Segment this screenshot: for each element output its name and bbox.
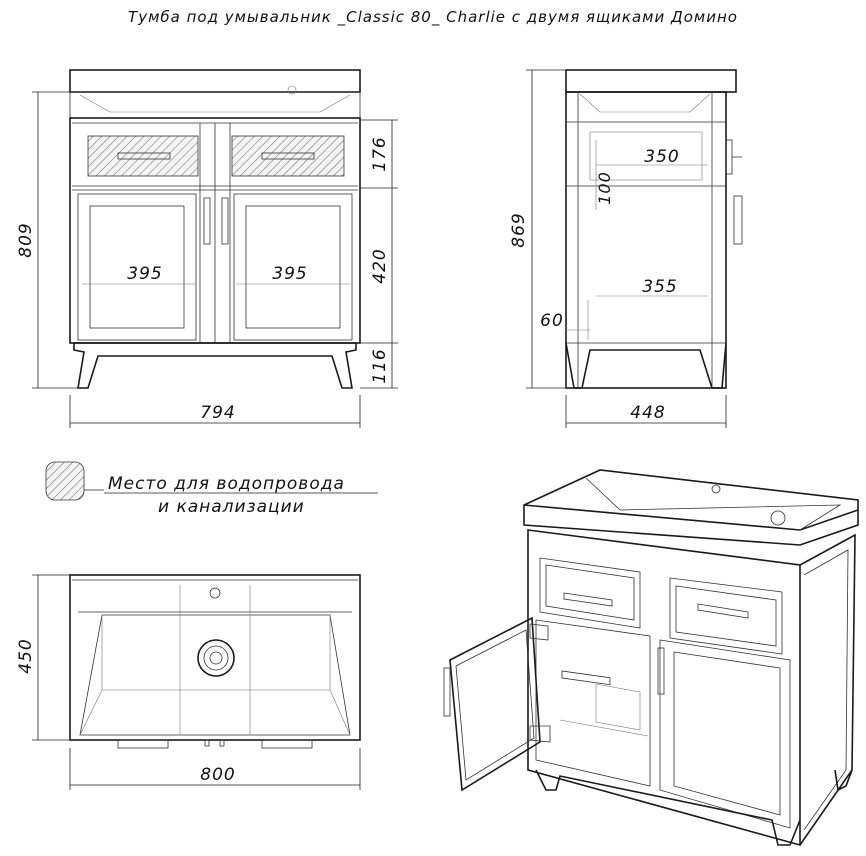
front-height-809: 809 xyxy=(16,222,36,257)
legend-line-2: и канализации xyxy=(158,497,305,517)
right-drawer-plumbing-zone xyxy=(231,135,345,177)
side-depth-448: 448 xyxy=(630,403,665,423)
side-height-869: 869 xyxy=(509,212,529,247)
page-title: Тумба под умывальник _Classic 80_ Charli… xyxy=(128,8,738,27)
front-dimension-lines xyxy=(32,91,398,428)
front-width-395-left: 395 xyxy=(127,264,162,284)
side-view xyxy=(565,69,743,389)
front-width-794: 794 xyxy=(200,403,235,423)
front-width-395-right: 395 xyxy=(272,264,307,284)
front-door-height-420: 420 xyxy=(370,248,390,283)
legend xyxy=(45,461,104,501)
left-drawer-plumbing-zone xyxy=(87,135,199,177)
front-leg-height-116: 116 xyxy=(370,348,390,383)
legend-hatch-swatch xyxy=(45,461,85,501)
top-depth-450: 450 xyxy=(16,638,36,673)
side-dimension-lines xyxy=(526,69,727,428)
side-offset-60: 60 xyxy=(540,311,564,331)
side-height-100: 100 xyxy=(595,171,614,205)
top-view xyxy=(69,574,361,749)
front-view xyxy=(69,69,361,389)
side-depth-350: 350 xyxy=(644,147,679,167)
side-depth-355: 355 xyxy=(642,277,677,297)
top-width-800: 800 xyxy=(200,765,235,785)
front-drawer-height-176: 176 xyxy=(370,136,390,171)
top-dimension-lines xyxy=(32,574,361,790)
legend-line-1: Место для водопровода xyxy=(108,474,345,494)
isometric-view xyxy=(443,469,859,847)
